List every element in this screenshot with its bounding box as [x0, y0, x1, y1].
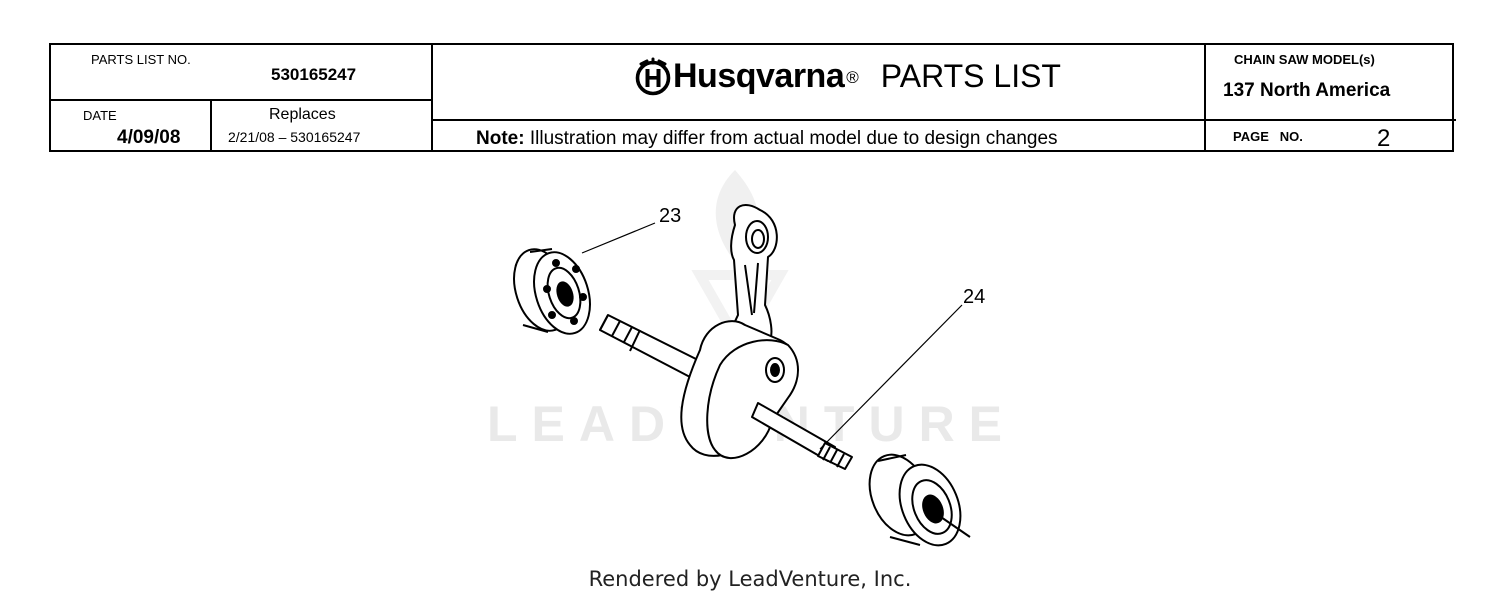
- model-value: 137 North America: [1223, 80, 1391, 101]
- callout-leader-24: [819, 304, 963, 450]
- bearing-part-23: [513, 248, 591, 335]
- parts-list-no: 530165247: [271, 65, 357, 84]
- callout-leader-23: [581, 222, 656, 254]
- note: Note: Illustration may differ from actua…: [476, 128, 1058, 150]
- replaces-label: Replaces: [269, 106, 336, 123]
- callout-24: 24: [963, 286, 986, 308]
- model-label: CHAIN SAW MODEL(s): [1234, 52, 1375, 67]
- husqvarna-logo: Husqvarna ® PARTS LIST: [633, 56, 1061, 96]
- crankshaft-illustration: [513, 204, 971, 547]
- page-no-label: PAGE NO.: [1233, 129, 1303, 144]
- rendered-by-footer: Rendered by LeadVenture, Inc.: [588, 567, 912, 591]
- husqvarna-crown-icon: [635, 57, 671, 96]
- divider: [51, 99, 431, 101]
- parts-list-no-label: PARTS LIST NO.: [91, 52, 191, 67]
- note-label: Note:: [476, 128, 525, 149]
- divider: [1204, 45, 1206, 150]
- bearing-part-24: [868, 453, 971, 547]
- parts-list-header: PARTS LIST NO. 530165247 DATE 4/09/08 Re…: [49, 43, 1456, 152]
- note-text: Illustration may differ from actual mode…: [529, 128, 1058, 149]
- date-label: DATE: [83, 108, 117, 123]
- brand-name: Husqvarna: [673, 56, 845, 95]
- registered-mark: ®: [846, 68, 859, 87]
- document-title: PARTS LIST: [880, 57, 1061, 94]
- divider: [431, 119, 1456, 121]
- divider: [210, 99, 212, 150]
- page-no-value: 2: [1377, 125, 1391, 152]
- replaces-value: 2/21/08 – 530165247: [228, 129, 361, 145]
- date-value: 4/09/08: [117, 127, 181, 148]
- divider: [431, 45, 433, 150]
- callout-23: 23: [659, 205, 682, 227]
